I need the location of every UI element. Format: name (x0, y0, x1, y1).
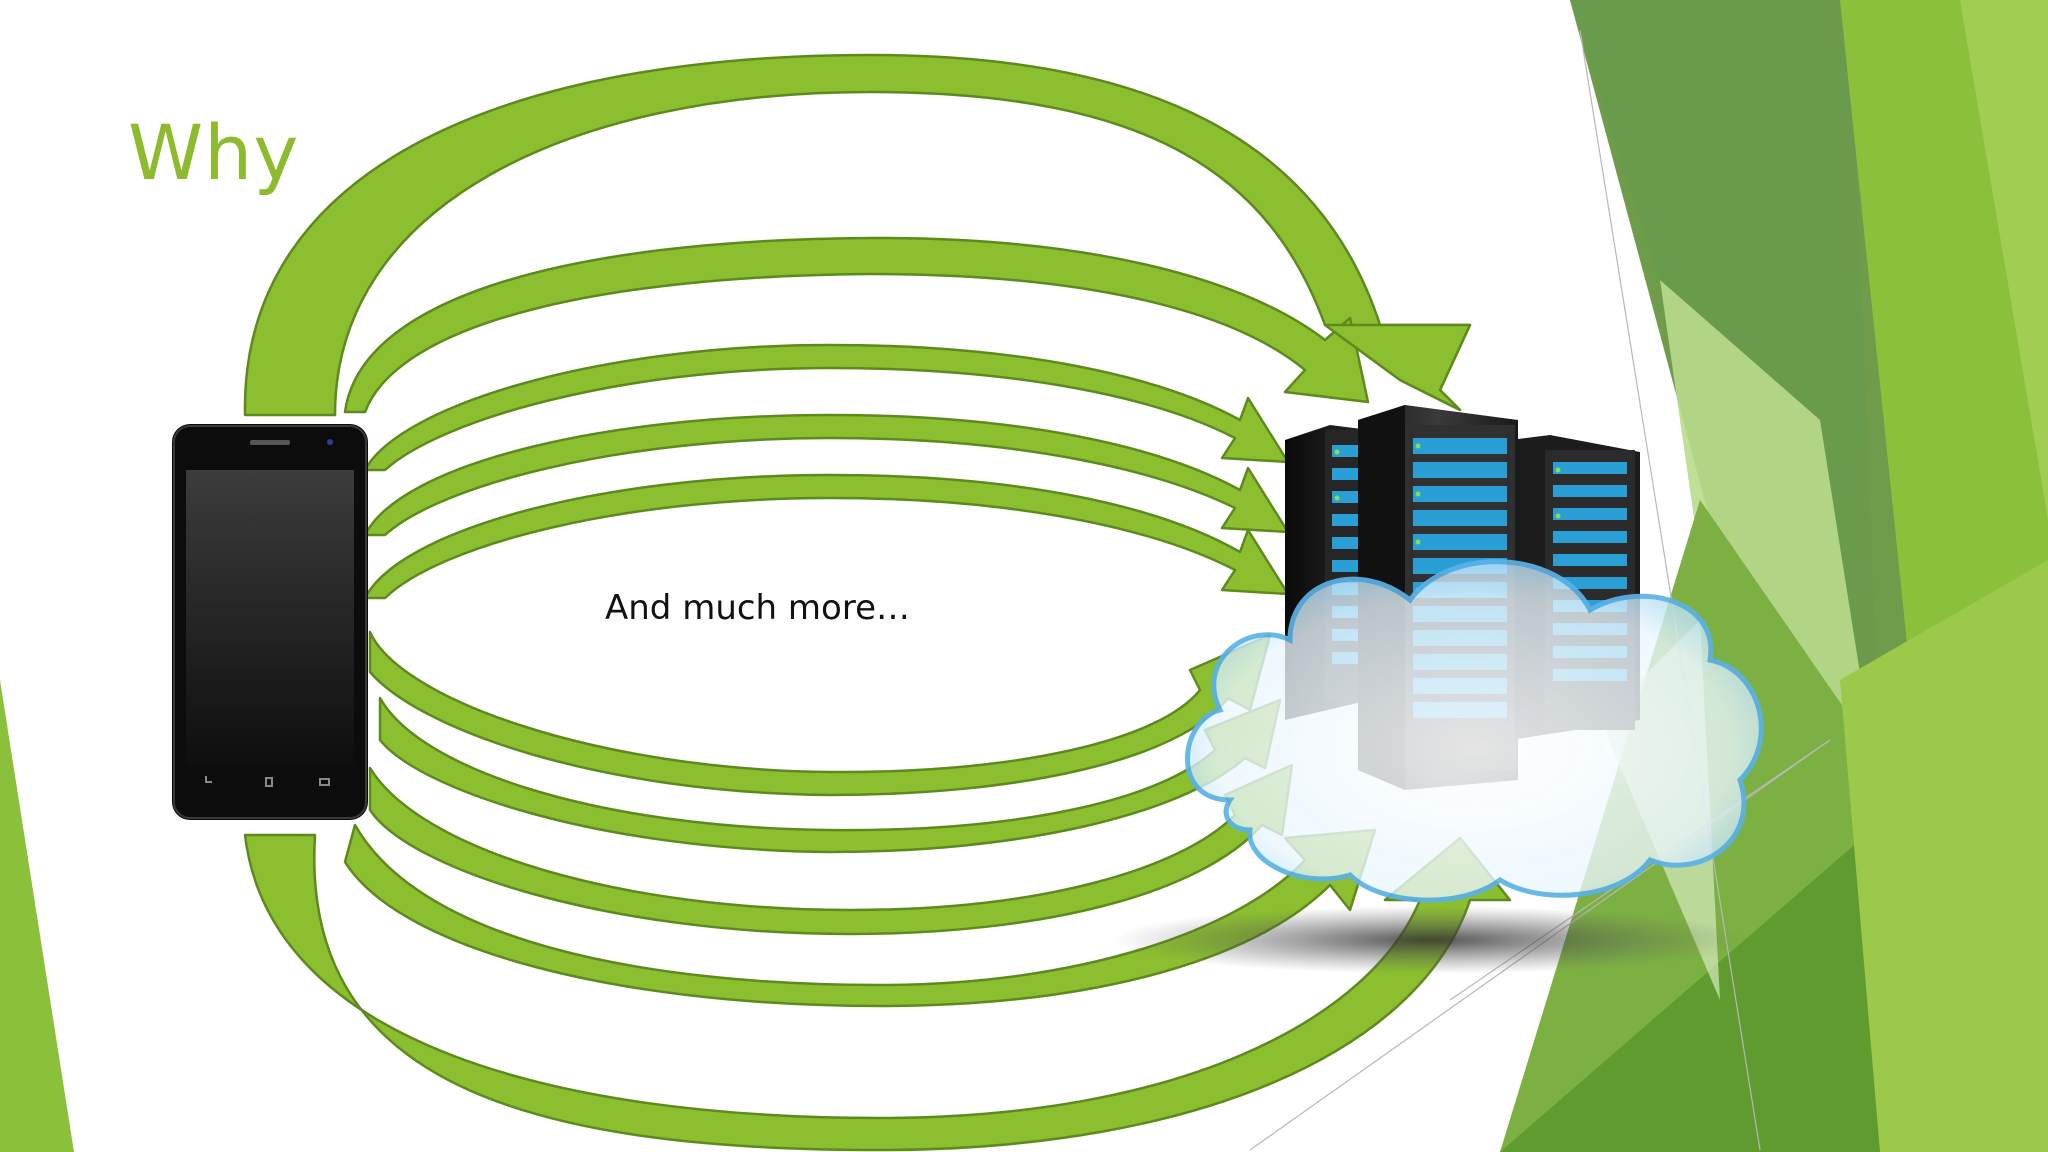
curved-arrow-icon (243, 833, 1512, 1152)
cloud-shadow (1110, 906, 1750, 974)
smartphone-icon (172, 424, 368, 820)
cloud-icon (1185, 559, 1764, 903)
curved-arrow-icon (368, 630, 1272, 797)
slide-title: Why (128, 108, 300, 197)
curved-arrow-icon (343, 236, 1370, 414)
arrow-tips (1323, 323, 1472, 412)
left-decoration (0, 680, 74, 1152)
curved-arrow-icon (363, 473, 1290, 600)
curved-arrow-icon (363, 343, 1290, 472)
upper-arrows (243, 53, 1472, 600)
slide-caption: And much more… (605, 588, 910, 628)
